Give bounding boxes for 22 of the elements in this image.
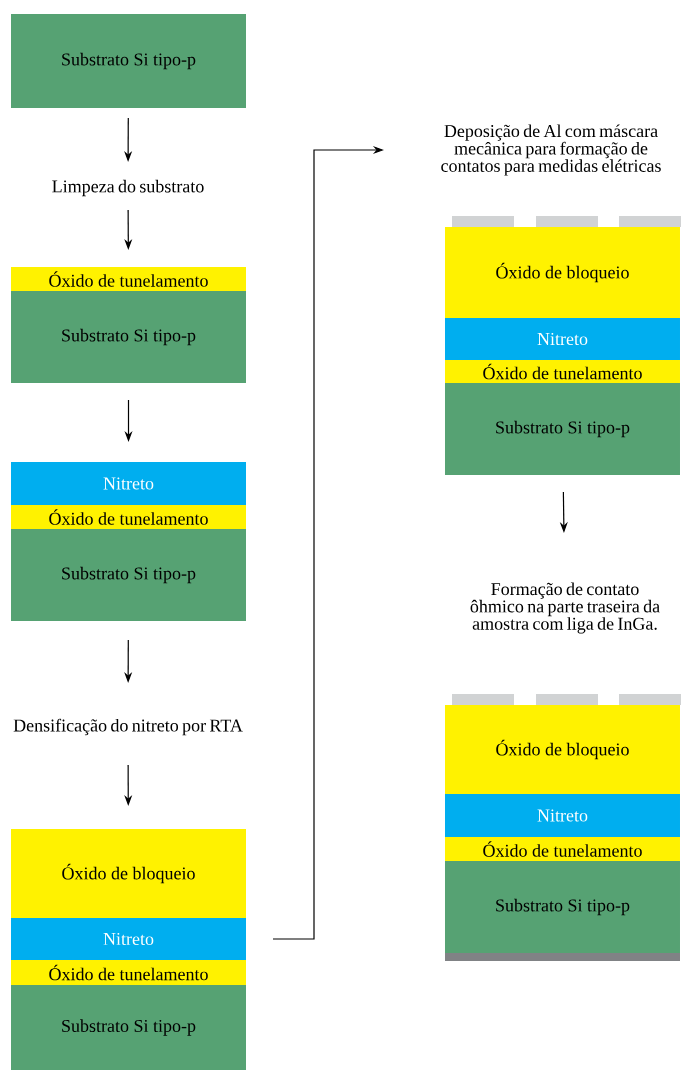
substrate-layer: Substrato Si tipo-p bbox=[445, 383, 680, 475]
nitride-layer: Nitreto bbox=[445, 318, 680, 360]
step-text: Densificação do nitreto por RTA bbox=[13, 718, 243, 736]
substrate-layer: Substrato Si tipo-p bbox=[11, 985, 246, 1070]
oxide-layer: Óxido de bloqueio bbox=[11, 829, 246, 918]
oxide-layer: Óxido de bloqueio bbox=[445, 705, 680, 794]
substrate-layer: Substrato Si tipo-p bbox=[11, 291, 246, 383]
oxide-layer: Óxido de tunelamento bbox=[445, 837, 680, 861]
oxide-layer: Óxido de tunelamento bbox=[11, 505, 246, 529]
step-text: Deposição de Al com máscara mecânica para formação de contatos para medidas elétricas bbox=[441, 124, 661, 176]
nitride-layer: Nitreto bbox=[11, 918, 246, 960]
substrate-layer: Substrato Si tipo-p bbox=[445, 861, 680, 953]
oxide-layer: Óxido de tunelamento bbox=[11, 267, 246, 291]
nitride-layer: Nitreto bbox=[445, 794, 680, 837]
step-text: Formação de contato ôhmico na parte traseira da amostra com liga de InGa. bbox=[470, 582, 660, 634]
substrate-layer: Substrato Si tipo-p bbox=[11, 529, 246, 621]
substrate-layer: Substrato Si tipo-p bbox=[11, 14, 246, 108]
oxide-layer: Óxido de bloqueio bbox=[445, 227, 680, 318]
oxide-layer: Óxido de tunelamento bbox=[11, 960, 246, 985]
step-text: Limpeza do substrato bbox=[52, 179, 204, 197]
oxide-layer: Óxido de tunelamento bbox=[445, 360, 680, 383]
nitride-layer: Nitreto bbox=[11, 462, 246, 505]
